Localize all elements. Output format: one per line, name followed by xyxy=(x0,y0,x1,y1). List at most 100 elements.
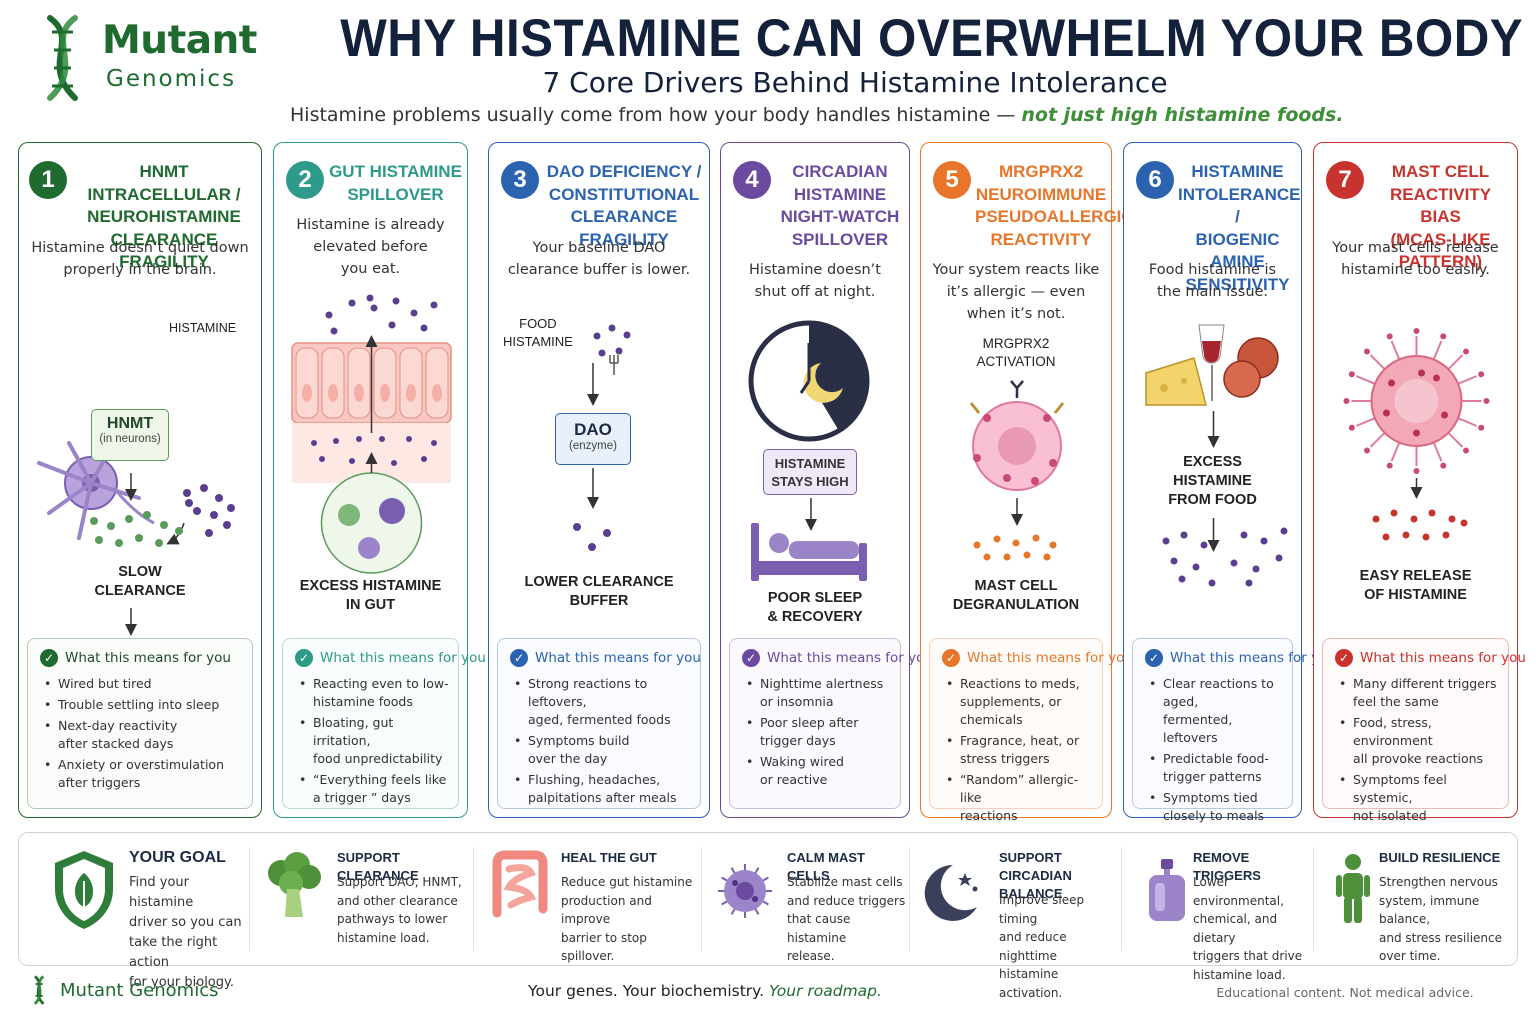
means-item-line: not isolated xyxy=(1353,808,1427,823)
means-item: Strong reactions to leftovers,aged, ferm… xyxy=(510,675,692,729)
card-description-line: Food histamine is xyxy=(1148,262,1277,278)
card-description-line: properly in the brain. xyxy=(63,261,217,278)
means-item-line: closely to meals xyxy=(1163,808,1265,823)
dao-box-sub: (enzyme) xyxy=(569,440,617,452)
goal-text-line: Lower environmental, xyxy=(1193,875,1284,908)
means-list: Reactions to meds,supplements, or chemic… xyxy=(942,675,1094,825)
goal-divider xyxy=(909,847,910,951)
goal-title-line: SUPPORT CLEARANCE xyxy=(337,850,419,883)
goal-divider xyxy=(249,847,250,951)
checkmark-icon: ✓ xyxy=(1145,649,1163,667)
means-item-line: reactions xyxy=(960,808,1018,823)
card-caption-line: EXCESS xyxy=(1183,454,1242,470)
card-description-line: you eat. xyxy=(340,261,401,277)
checkmark-icon: ✓ xyxy=(1335,649,1353,667)
means-item-line: a trigger ” days xyxy=(313,790,411,805)
means-item-line: Reacting even to low- xyxy=(313,676,449,691)
card-title-line: NEUROIMMUNE xyxy=(975,184,1107,204)
goal-text-line: triggers that drive xyxy=(1193,949,1303,963)
card-caption-line: CLEARANCE xyxy=(94,583,186,599)
hnmt-box: HNMT(in neurons) xyxy=(91,409,169,461)
goal-text: Lower environmental,chemical, and dietar… xyxy=(1193,873,1314,984)
card-illustration xyxy=(291,294,452,574)
means-item-line: Waking wired xyxy=(760,754,844,769)
means-item: Symptoms feel systemic,not isolated xyxy=(1335,771,1500,825)
means-item-line: Food, stress, environment xyxy=(1353,715,1433,748)
goal-divider xyxy=(1313,847,1314,951)
card-caption-line: HISTAMINE xyxy=(1173,473,1252,489)
card-description: Histamine is already elevated before you e… xyxy=(282,214,459,280)
means-heading: ✓ What this means for you xyxy=(295,649,486,667)
goal-text-line: pathways to lower xyxy=(337,912,448,926)
card-description-line: it’s allergic — even xyxy=(946,284,1086,300)
shield-leaf-icon xyxy=(55,851,113,929)
means-item-line: trigger days xyxy=(760,733,836,748)
card-caption-line: MAST CELL xyxy=(974,578,1058,594)
means-item-line: Symptoms build xyxy=(528,733,630,748)
goal-title: SUPPORT CLEARANCE xyxy=(337,849,472,885)
means-heading-text: What this means for you xyxy=(967,650,1133,666)
dna-logo-icon xyxy=(47,15,78,101)
food-line: FOOD xyxy=(519,316,557,331)
goal-divider xyxy=(473,847,474,951)
goal-title: YOUR GOAL xyxy=(129,849,226,867)
goal-text-line: Support DAO, HNMT, xyxy=(337,875,462,889)
means-item-line: over the day xyxy=(528,751,608,766)
card-title-line: REACTIVITY BIAS xyxy=(1389,184,1492,227)
card-description-line: when it’s not. xyxy=(966,306,1066,322)
means-item: Bloating, gut irritation,food unpredicta… xyxy=(295,714,450,768)
page-title: WHY HISTAMINE CAN OVERWHELM YOUR BODY xyxy=(340,9,1524,68)
card-title-line: HISTAMINE xyxy=(1191,162,1284,181)
card-description-line: histamine too easily. xyxy=(1341,261,1490,278)
means-item: Symptoms build over the day xyxy=(510,732,692,768)
goal-text-line: Stabilize mast cells xyxy=(787,875,903,889)
card-caption-line: EASY RELEASE xyxy=(1359,568,1472,584)
dao-box: DAO(enzyme) xyxy=(555,413,631,465)
means-heading-text: What this means for you xyxy=(320,650,486,666)
activated-mast-cell-icon xyxy=(1343,328,1490,474)
card-title-line: MRGPRX2 xyxy=(998,162,1084,181)
card-description-line: Histamine is already xyxy=(296,217,445,233)
means-item-line: Reactions to meds, xyxy=(960,676,1080,691)
means-item-line: Wired but tired xyxy=(58,676,152,691)
means-item-line: Next-day reactivity xyxy=(58,718,178,733)
means-list: Clear reactions to aged,fermented, lefto… xyxy=(1145,675,1284,825)
means-item: Reacting even to low-histamine foods xyxy=(295,675,450,711)
brand-logo: Mutant Genomics xyxy=(30,10,270,105)
goal-divider xyxy=(1121,847,1122,951)
goal-icon-wrap xyxy=(49,847,119,937)
goal-title: CALM MAST CELLS xyxy=(787,849,909,885)
goal-text-line: Strengthen nervous xyxy=(1379,875,1498,889)
means-item-line: after stacked days xyxy=(58,736,174,751)
goal-title: HEAL THE GUT xyxy=(561,849,657,867)
means-item: Next-day reactivity after stacked days xyxy=(40,717,244,753)
card-caption-line: BUFFER xyxy=(569,593,629,609)
moon-stars-icon xyxy=(924,864,978,921)
goal-item-support-clearance: SUPPORT CLEARANCE Support DAO, HNMT,and … xyxy=(257,833,472,965)
goal-icon-wrap xyxy=(715,861,775,925)
card-title-line: DAO DEFICIENCY / xyxy=(546,162,702,181)
card-description-line: elevated before xyxy=(313,239,428,255)
card-title-line: CLEARANCE FRAGILITY xyxy=(570,207,678,249)
card-illustration xyxy=(1145,324,1288,587)
card-number-badge: 5 xyxy=(933,161,971,199)
goal-title-line: BALANCE xyxy=(999,886,1063,901)
card-title-line: SPILLOVER xyxy=(347,184,444,204)
means-item-line: Flushing, headaches, xyxy=(528,772,661,787)
checkmark-icon: ✓ xyxy=(295,649,313,667)
